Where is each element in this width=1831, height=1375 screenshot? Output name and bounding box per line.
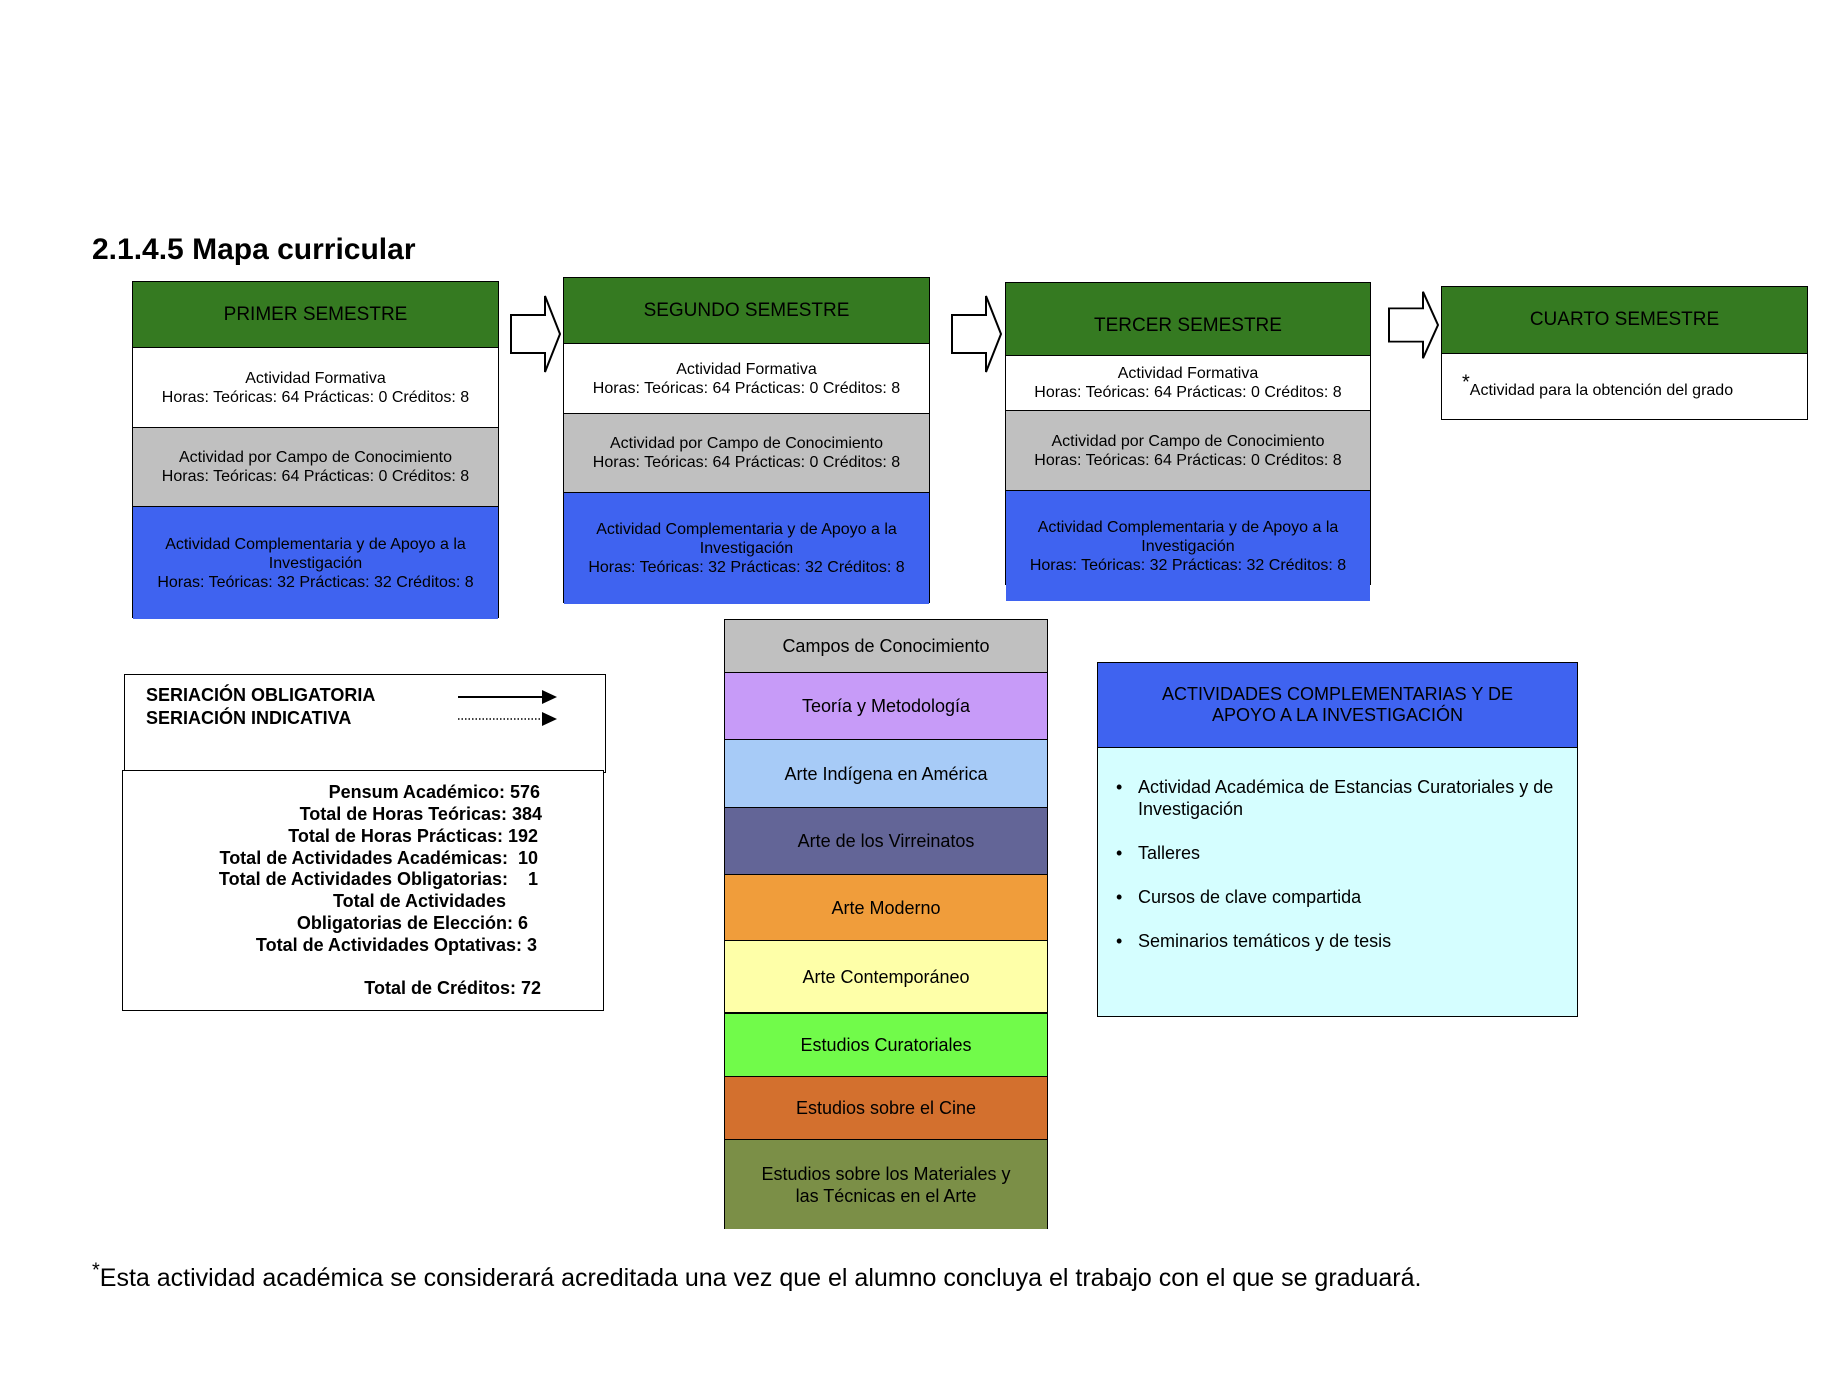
complementary-activities-box: ACTIVIDADES COMPLEMENTARIAS Y DE APOYO A…: [1097, 662, 1578, 1017]
semester-box-1: PRIMER SEMESTRE Actividad Formativa Hora…: [132, 281, 499, 619]
total-actividades-label: Total de Actividades: [332, 891, 506, 911]
semester-title: SEGUNDO SEMESTRE: [564, 278, 929, 344]
total-actividades-obligatorias: Total de Actividades Obligatorias: 1: [218, 869, 538, 889]
total-horas-teoricas: Total de Horas Teóricas: 384: [299, 804, 542, 824]
semester-box-4: CUARTO SEMESTRE *Actividad para la obten…: [1441, 286, 1808, 420]
list-item: Actividad Académica de Estancias Curator…: [1116, 776, 1557, 820]
activity-complementaria: Actividad Complementaria y de Apoyo a la…: [564, 493, 929, 604]
field-arte-virreinatos: Arte de los Virreinatos: [725, 808, 1047, 875]
total-obligatorias-eleccion: Obligatorias de Elección: 6: [296, 913, 528, 933]
list-item: Cursos de clave compartida: [1116, 886, 1557, 908]
total-pensum: Pensum Académico: 576: [328, 782, 540, 802]
knowledge-fields-column: Campos de Conocimiento Teoría y Metodolo…: [724, 619, 1048, 1229]
list-item: Talleres: [1116, 842, 1557, 864]
semester-box-3: TERCER SEMESTRE Actividad Formativa Hora…: [1005, 282, 1371, 601]
total-creditos: Total de Créditos: 72: [364, 978, 541, 998]
activity-campo: Actividad por Campo de Conocimiento Hora…: [133, 428, 498, 507]
activity-formativa: Actividad Formativa Horas: Teóricas: 64 …: [133, 348, 498, 428]
legend-mandatory-label: SERIACIÓN OBLIGATORIA: [146, 685, 376, 705]
page-title: 2.1.4.5 Mapa curricular: [92, 233, 416, 266]
activity-campo: Actividad por Campo de Conocimiento Hora…: [1006, 411, 1370, 491]
field-arte-indigena: Arte Indígena en América: [725, 740, 1047, 808]
field-arte-contemporaneo: Arte Contemporáneo: [725, 941, 1047, 1013]
fields-header: Campos de Conocimiento: [725, 620, 1047, 673]
field-teoria-metodologia: Teoría y Metodología: [725, 673, 1047, 740]
dotted-arrow-icon: [458, 712, 557, 726]
solid-arrow-icon: [458, 690, 557, 704]
activity-formativa: Actividad Formativa Horas: Teóricas: 64 …: [564, 344, 929, 414]
field-arte-moderno: Arte Moderno: [725, 875, 1047, 941]
semester-box-2: SEGUNDO SEMESTRE Actividad Formativa Hor…: [563, 277, 930, 604]
total-actividades-academicas: Total de Actividades Académicas: 10: [219, 848, 538, 868]
footnote: *Esta actividad académica se considerará…: [92, 1259, 1422, 1292]
complementary-activities-header: ACTIVIDADES COMPLEMENTARIAS Y DE APOYO A…: [1098, 663, 1577, 748]
total-horas-practicas: Total de Horas Prácticas: 192: [288, 826, 538, 846]
total-actividades-optativas: Total de Actividades Optativas: 3: [255, 935, 537, 955]
complementary-activities-list: Actividad Académica de Estancias Curator…: [1098, 776, 1577, 952]
field-estudios-curatoriales: Estudios Curatoriales: [725, 1013, 1047, 1077]
activity-formativa: Actividad Formativa Horas: Teóricas: 64 …: [1006, 356, 1370, 411]
semester-title: PRIMER SEMESTRE: [133, 282, 498, 348]
semester-title: TERCER SEMESTRE: [1006, 283, 1370, 356]
seriation-legend: SERIACIÓN OBLIGATORIA SERIACIÓN INDICATI…: [124, 674, 606, 773]
field-materiales-tecnicas: Estudios sobre los Materiales y las Técn…: [725, 1140, 1047, 1229]
mandatory-arrow-icon: [951, 295, 1003, 373]
field-estudios-cine: Estudios sobre el Cine: [725, 1077, 1047, 1140]
activity-campo: Actividad por Campo de Conocimiento Hora…: [564, 414, 929, 493]
mandatory-arrow-icon: [1388, 291, 1440, 359]
activity-complementaria: Actividad Complementaria y de Apoyo a la…: [1006, 491, 1370, 601]
legend-indicative-label: SERIACIÓN INDICATIVA: [146, 708, 352, 728]
mandatory-arrow-icon: [510, 295, 562, 373]
semester-title: CUARTO SEMESTRE: [1442, 287, 1807, 354]
totals-box: Pensum Académico: 576 Total de Horas Teó…: [122, 770, 604, 1011]
list-item: Seminarios temáticos y de tesis: [1116, 930, 1557, 952]
activity-complementaria: Actividad Complementaria y de Apoyo a la…: [133, 507, 498, 619]
degree-activity-note: *Actividad para la obtención del grado: [1462, 371, 1734, 399]
